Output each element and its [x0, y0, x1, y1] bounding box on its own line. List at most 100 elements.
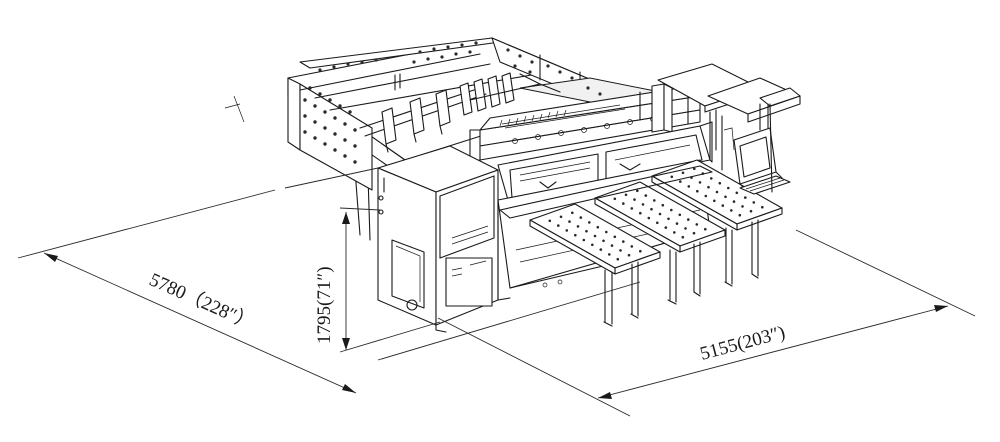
air-hole	[593, 234, 597, 238]
air-hole	[718, 181, 722, 185]
air-table-holes	[548, 167, 764, 261]
air-hole	[559, 215, 563, 219]
air-hole	[656, 221, 659, 225]
air-hole	[707, 185, 710, 189]
beam-rollers	[512, 116, 656, 144]
air-hole	[727, 186, 730, 190]
air-hole	[658, 212, 662, 216]
air-hole	[585, 229, 588, 233]
air-hole	[696, 189, 699, 193]
rear-frame	[287, 37, 661, 241]
air-hole	[650, 207, 653, 211]
air-hole	[681, 235, 685, 239]
air-hole	[735, 191, 739, 195]
air-hole	[710, 177, 713, 180]
air-hole	[661, 203, 665, 207]
air-hole	[732, 200, 736, 203]
dimension-width-label: 5155(203″)	[698, 322, 788, 365]
pressure-beam	[469, 83, 701, 163]
air-hole	[749, 209, 753, 213]
air-hole	[624, 193, 628, 197]
air-hole	[591, 243, 594, 247]
air-hole	[670, 175, 674, 179]
perforation-left	[303, 86, 357, 164]
control-console	[657, 63, 801, 195]
air-hole	[588, 221, 591, 224]
air-hole	[602, 239, 605, 243]
air-hole	[619, 249, 622, 252]
dimension-height-label: 1795(71″)	[314, 266, 335, 344]
air-hole	[670, 208, 673, 212]
air-hole	[695, 223, 699, 226]
clamp	[409, 97, 425, 143]
clamp	[459, 82, 473, 116]
air-hole	[693, 167, 696, 171]
air-hole	[730, 209, 733, 212]
air-hole	[684, 227, 687, 230]
air-hole	[692, 231, 696, 235]
air-hole	[610, 244, 614, 247]
dimension-height: 1795(71″)	[314, 207, 441, 353]
air-hole	[641, 203, 645, 206]
air-hole	[599, 248, 603, 251]
air-hole	[721, 204, 725, 207]
air-hole	[568, 220, 571, 223]
air-hole	[630, 245, 634, 248]
air-hole	[613, 197, 617, 201]
clamp	[487, 75, 501, 108]
air-hole	[741, 205, 744, 208]
front-rail	[499, 165, 713, 219]
air-hole	[704, 227, 707, 231]
clamp	[381, 107, 397, 153]
air-hole	[605, 230, 608, 234]
air-hole	[636, 189, 639, 193]
air-hole	[687, 185, 691, 188]
air-hole	[673, 231, 676, 234]
air-hole	[557, 224, 560, 227]
air-hole	[724, 195, 727, 199]
air-hole	[664, 226, 668, 229]
air-hole	[630, 207, 634, 210]
clamp-row	[224, 72, 561, 153]
air-hole	[639, 249, 642, 253]
air-hole	[715, 190, 719, 194]
perforation-rear	[318, 41, 602, 96]
air-hole	[548, 219, 552, 223]
air-hole	[667, 217, 670, 221]
air-hole	[622, 202, 625, 205]
air-hole	[752, 201, 756, 204]
air-hole	[681, 171, 685, 175]
air-hole	[653, 199, 656, 202]
air-hole	[678, 213, 682, 217]
air-hole	[687, 218, 690, 221]
air-hole	[647, 216, 651, 220]
air-hole	[679, 180, 682, 183]
clamp	[435, 89, 451, 135]
air-hole	[574, 233, 577, 237]
air-hole	[713, 199, 716, 203]
air-hole	[761, 205, 764, 209]
air-hole	[616, 257, 620, 261]
air-hole	[579, 216, 583, 219]
air-hole	[582, 238, 586, 242]
clamp	[473, 78, 487, 112]
air-hole	[571, 211, 574, 215]
dimension-length-label: 5780（228″）	[146, 268, 258, 334]
left-cabinet	[377, 145, 499, 333]
air-hole	[576, 225, 580, 228]
air-hole	[698, 181, 702, 184]
air-hole	[633, 198, 636, 201]
air-hole	[744, 196, 747, 199]
air-hole	[613, 235, 617, 239]
air-hole	[622, 240, 625, 243]
air-hole	[565, 229, 569, 232]
air-hole	[644, 194, 648, 197]
air-hole	[639, 211, 642, 215]
air-hole	[596, 225, 600, 229]
air-hole	[608, 253, 611, 256]
air-hole	[675, 222, 679, 225]
clamp	[501, 72, 515, 104]
air-hole	[627, 253, 631, 257]
